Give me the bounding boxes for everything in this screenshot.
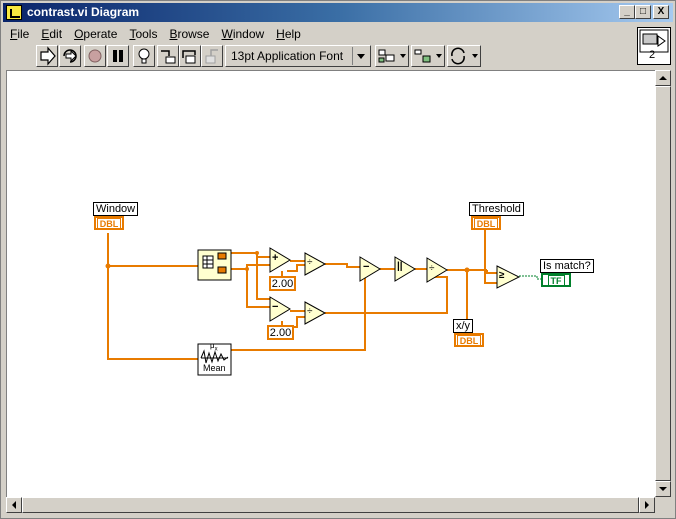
menu-edit[interactable]: Edit	[41, 27, 63, 41]
step-out-button[interactable]	[201, 45, 223, 67]
horizontal-scrollbar[interactable]	[6, 497, 655, 513]
menu-browse[interactable]: Browse	[169, 27, 210, 41]
mean-mu-symbol: μx	[210, 341, 218, 353]
vi-icon-number: 2	[649, 49, 656, 61]
arrow-up-icon	[659, 76, 667, 80]
scroll-left-button[interactable]	[6, 497, 22, 513]
threshold-control-terminal[interactable]: DBL	[471, 216, 501, 230]
menu-tools[interactable]: Tools	[129, 27, 158, 41]
wire-compare-to-match	[519, 275, 541, 280]
align-objects-icon	[378, 49, 406, 63]
wire-window-to-mean	[107, 233, 198, 360]
wire-mean-to-subtract	[231, 276, 366, 351]
step-into-button[interactable]	[157, 45, 179, 67]
divide-primitive-2	[304, 301, 327, 325]
mean-node[interactable]	[197, 343, 232, 376]
subtract-symbol-lower: −	[272, 301, 279, 313]
threshold-label: Threshold	[469, 202, 524, 216]
align-objects-button[interactable]	[375, 45, 409, 67]
minimize-button[interactable]: _	[619, 5, 635, 19]
compare-symbol: ≥	[499, 270, 505, 281]
menu-operate[interactable]: Operate	[74, 27, 118, 41]
scroll-right-button[interactable]	[639, 497, 655, 513]
menu-bar: File Edit Operate Tools Browse Window Help	[3, 25, 633, 43]
run-continuously-icon	[63, 49, 77, 63]
labview-app-icon	[6, 5, 22, 20]
vi-icon-pane[interactable]: 2	[637, 27, 671, 65]
step-over-button[interactable]	[179, 45, 201, 67]
divide-primitive-1	[304, 252, 327, 276]
subtract-primitive-lower	[269, 296, 291, 322]
run-button[interactable]	[36, 45, 58, 67]
greater-equal-primitive	[496, 265, 521, 289]
chevron-down-icon	[352, 47, 368, 65]
step-out-icon	[205, 49, 218, 64]
wire-subset-to-sub	[231, 268, 270, 308]
divide-symbol-1: ÷	[307, 257, 313, 268]
font-dropdown-value: 13pt Application Font	[231, 49, 344, 63]
add-primitive	[269, 247, 291, 273]
toolbar: 13pt Application Font	[3, 43, 635, 69]
pause-icon	[113, 50, 123, 62]
menu-help[interactable]: Help	[276, 27, 301, 41]
scroll-up-button[interactable]	[655, 70, 671, 86]
distribute-objects-button[interactable]	[411, 45, 445, 67]
scroll-down-button[interactable]	[655, 481, 671, 497]
add-symbol: +	[272, 252, 279, 264]
run-arrow-icon	[40, 46, 56, 66]
arrow-left-icon	[12, 501, 16, 509]
absolute-value-primitive	[394, 256, 416, 282]
vi-connector-icon	[639, 29, 669, 53]
distribute-objects-icon	[414, 49, 442, 63]
wiring-layer	[105, 230, 541, 376]
subtract-symbol: −	[363, 261, 370, 273]
pause-button[interactable]	[107, 45, 129, 67]
constant-2-upper[interactable]: 2.00	[269, 276, 296, 291]
divide-primitive-3	[426, 257, 448, 283]
divide-symbol-2: ÷	[307, 306, 313, 317]
maximize-button[interactable]: □	[635, 5, 651, 19]
subtract-primitive	[359, 256, 381, 282]
close-button[interactable]: X	[653, 5, 669, 19]
window-control-terminal[interactable]: DBL	[94, 216, 124, 230]
menu-file[interactable]: File	[10, 27, 30, 41]
wire-subset-to-add	[231, 252, 270, 258]
is-match-indicator-terminal[interactable]: TF	[541, 273, 571, 287]
vertical-scrollbar[interactable]	[655, 70, 671, 497]
step-into-icon	[161, 50, 176, 64]
reorder-icon	[451, 47, 478, 65]
window-label: Window	[93, 202, 139, 216]
run-continuously-button[interactable]	[59, 45, 81, 67]
block-diagram-canvas[interactable]: + − ÷ ÷ − || ÷ ≥ μx Mean Window DBL 2.00…	[6, 70, 655, 497]
window-title: contrast.vi Diagram	[27, 5, 140, 19]
vertical-scroll-thumb[interactable]	[655, 86, 671, 481]
reorder-button[interactable]	[447, 45, 481, 67]
divide-symbol-3: ÷	[429, 263, 435, 274]
wire-div1-to-subtract	[325, 263, 360, 268]
horizontal-scroll-thumb[interactable]	[22, 497, 639, 513]
constant-2-lower[interactable]: 2.00	[267, 325, 294, 340]
scrollbar-corner	[655, 497, 671, 513]
is-match-label: Is match?	[540, 259, 594, 273]
arrow-right-icon	[645, 501, 649, 509]
step-over-icon	[182, 50, 196, 64]
font-dropdown[interactable]: 13pt Application Font	[225, 45, 371, 67]
title-bar[interactable]: contrast.vi Diagram _ □ X	[3, 3, 673, 22]
abs-symbol: ||	[397, 261, 403, 272]
arrow-down-icon	[659, 487, 667, 491]
highlight-execution-button[interactable]	[133, 45, 155, 67]
xy-indicator-terminal[interactable]: DBL	[454, 333, 484, 347]
xy-label: x/y	[453, 319, 474, 333]
highlight-execution-icon	[138, 48, 150, 64]
abort-icon	[88, 49, 102, 63]
abort-button[interactable]	[84, 45, 106, 67]
array-subset-node[interactable]	[197, 249, 232, 281]
menu-window[interactable]: Window	[221, 27, 265, 41]
mean-label: Mean	[203, 363, 226, 373]
